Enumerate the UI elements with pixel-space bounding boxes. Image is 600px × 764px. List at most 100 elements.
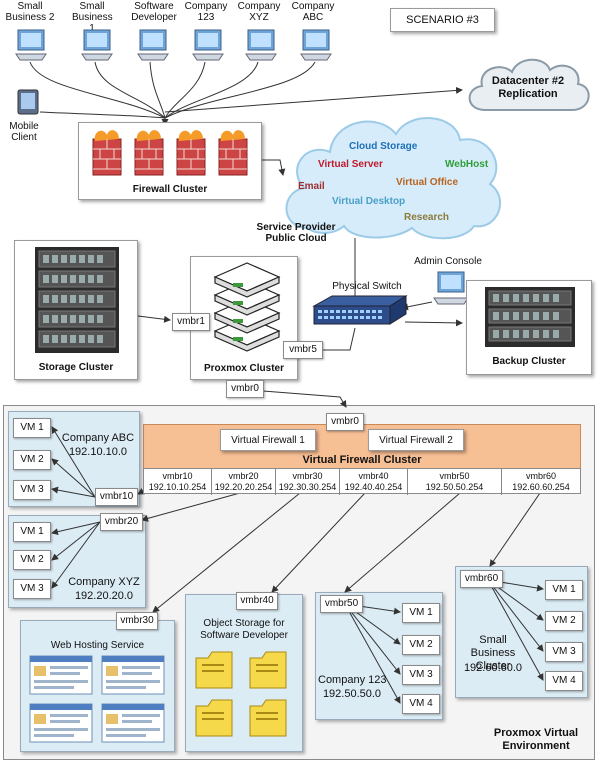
datacenter-cloud-icon (468, 58, 590, 111)
vm-item: VM 1 (13, 522, 51, 542)
backup-cluster-label: Backup Cluster (492, 356, 566, 367)
company-abc-name: Company ABC (61, 432, 135, 444)
company-xyz-network: 192.20.20.0 (74, 590, 134, 602)
virtual-firewall-cluster-label: Virtual Firewall Cluster (302, 454, 422, 466)
bridge-vmbr0: vmbr0 (226, 380, 264, 398)
vm-item: VM 1 (402, 603, 440, 623)
cloud-service-label: Cloud Storage (349, 141, 418, 152)
web-page-icon (29, 703, 93, 743)
bridge-vmbr20: vmbr20 (100, 513, 143, 531)
public-cloud-label: Service Provider Public Cloud (256, 222, 336, 244)
port-name: vmbr10 (162, 471, 193, 481)
bridge-vmbr40: vmbr40 (236, 592, 278, 610)
client-label: Software Developer (131, 1, 177, 23)
computer-icon (15, 29, 47, 61)
folder-icon (195, 699, 233, 737)
virtual-firewall-1-label: Virtual Firewall 1 (231, 435, 305, 446)
client-label: Company ABC (291, 1, 335, 23)
port-ip: 192.30.30.254 (278, 482, 337, 492)
port-ip: 192.60.60.254 (512, 482, 570, 492)
port-name: vmbr40 (358, 471, 389, 481)
vm-item: VM 2 (13, 550, 51, 570)
client-label: Company XYZ (237, 1, 281, 23)
admin-console-label: Admin Console (414, 256, 482, 267)
port-ip: 192.10.10.254 (148, 482, 207, 492)
public-cloud-icon (285, 117, 501, 240)
firewall-icon (176, 130, 206, 176)
computer-icon (137, 29, 169, 61)
company-abc-network: 192.10.10.0 (68, 446, 128, 458)
computer-icon (81, 29, 113, 61)
mobile-client-label: Mobile Client (9, 121, 39, 143)
scenario-text: SCENARIO #3 (406, 14, 479, 26)
bridge-vmbr30: vmbr30 (116, 612, 158, 630)
company-xyz-name: Company XYZ (68, 576, 140, 588)
client-label: Small Business 2 (5, 1, 55, 23)
vm-item: VM 3 (545, 642, 583, 662)
virtual-firewall-1: Virtual Firewall 1 (220, 429, 316, 451)
vm-item: VM 2 (13, 450, 51, 470)
computer-icon (192, 29, 224, 61)
web-page-icons (29, 655, 165, 743)
bridge-vmbr0-inner: vmbr0 (326, 413, 364, 431)
bridge-vmbr10: vmbr10 (95, 488, 138, 506)
vm-item: VM 3 (402, 665, 440, 685)
storage-cluster-label: Storage Cluster (38, 362, 114, 373)
datacenter-label: Datacenter #2 Replication (491, 75, 565, 100)
bridge-vmbr60: vmbr60 (460, 570, 503, 588)
port-name: vmbr50 (439, 471, 470, 481)
proxmox-cluster-box: Proxmox Cluster (190, 256, 298, 380)
company-123-name: Company 123 (318, 674, 387, 686)
web-page-icon (101, 655, 165, 695)
firewall-cluster-box: Firewall Cluster (78, 122, 262, 200)
vm-item: VM 2 (545, 611, 583, 631)
cloud-service-label: WebHost (445, 159, 489, 170)
web-hosting-label: Web Hosting Service (50, 640, 145, 651)
folder-icon (249, 699, 287, 737)
vm-item: VM 3 (13, 480, 51, 500)
vm-item: VM 1 (13, 418, 51, 438)
web-page-icon (29, 655, 93, 695)
mobile-device-icon (17, 89, 39, 115)
folder-icons (195, 651, 287, 737)
vm-item: VM 1 (545, 580, 583, 600)
port-ip: 192.20.20.254 (214, 482, 273, 492)
cloud-service-label: Email (298, 181, 325, 192)
vm-item: VM 4 (545, 671, 583, 691)
computer-icon (245, 29, 277, 61)
virtual-firewall-2: Virtual Firewall 2 (368, 429, 464, 451)
vm-item: VM 4 (402, 694, 440, 714)
cloud-service-label: Virtual Office (396, 177, 459, 188)
cloud-service-label: Research (404, 212, 450, 223)
switch-label: Physical Switch (332, 281, 402, 292)
server-rack-icon (485, 287, 575, 347)
vm-item: VM 3 (13, 579, 51, 599)
bridge-vmbr1: vmbr1 (172, 313, 210, 331)
bridge-vmbr5: vmbr5 (283, 341, 323, 359)
client-label: Small Business 1 (72, 1, 113, 34)
scenario-label: SCENARIO #3 (390, 8, 495, 32)
bridge-vmbr50: vmbr50 (320, 595, 363, 613)
computer-icon (433, 271, 469, 305)
port-name: vmbr60 (525, 471, 556, 481)
firewall-icon (92, 130, 122, 176)
company-123-network: 192.50.50.0 (322, 688, 382, 700)
backup-cluster-box: Backup Cluster (466, 280, 592, 375)
cloud-service-label: Virtual Desktop (332, 196, 406, 207)
storage-cluster-box: Storage Cluster (14, 240, 138, 380)
port-ip: 192.40.40.254 (344, 482, 403, 492)
client-label: Company 123 (184, 1, 228, 23)
vm-item: VM 2 (402, 635, 440, 655)
network-switch-icon (312, 295, 408, 325)
object-storage-label: Object Storage for Software Developer (200, 618, 288, 641)
cloud-service-label: Virtual Server (318, 159, 383, 170)
web-page-icon (101, 703, 165, 743)
port-name: vmbr30 (292, 471, 323, 481)
